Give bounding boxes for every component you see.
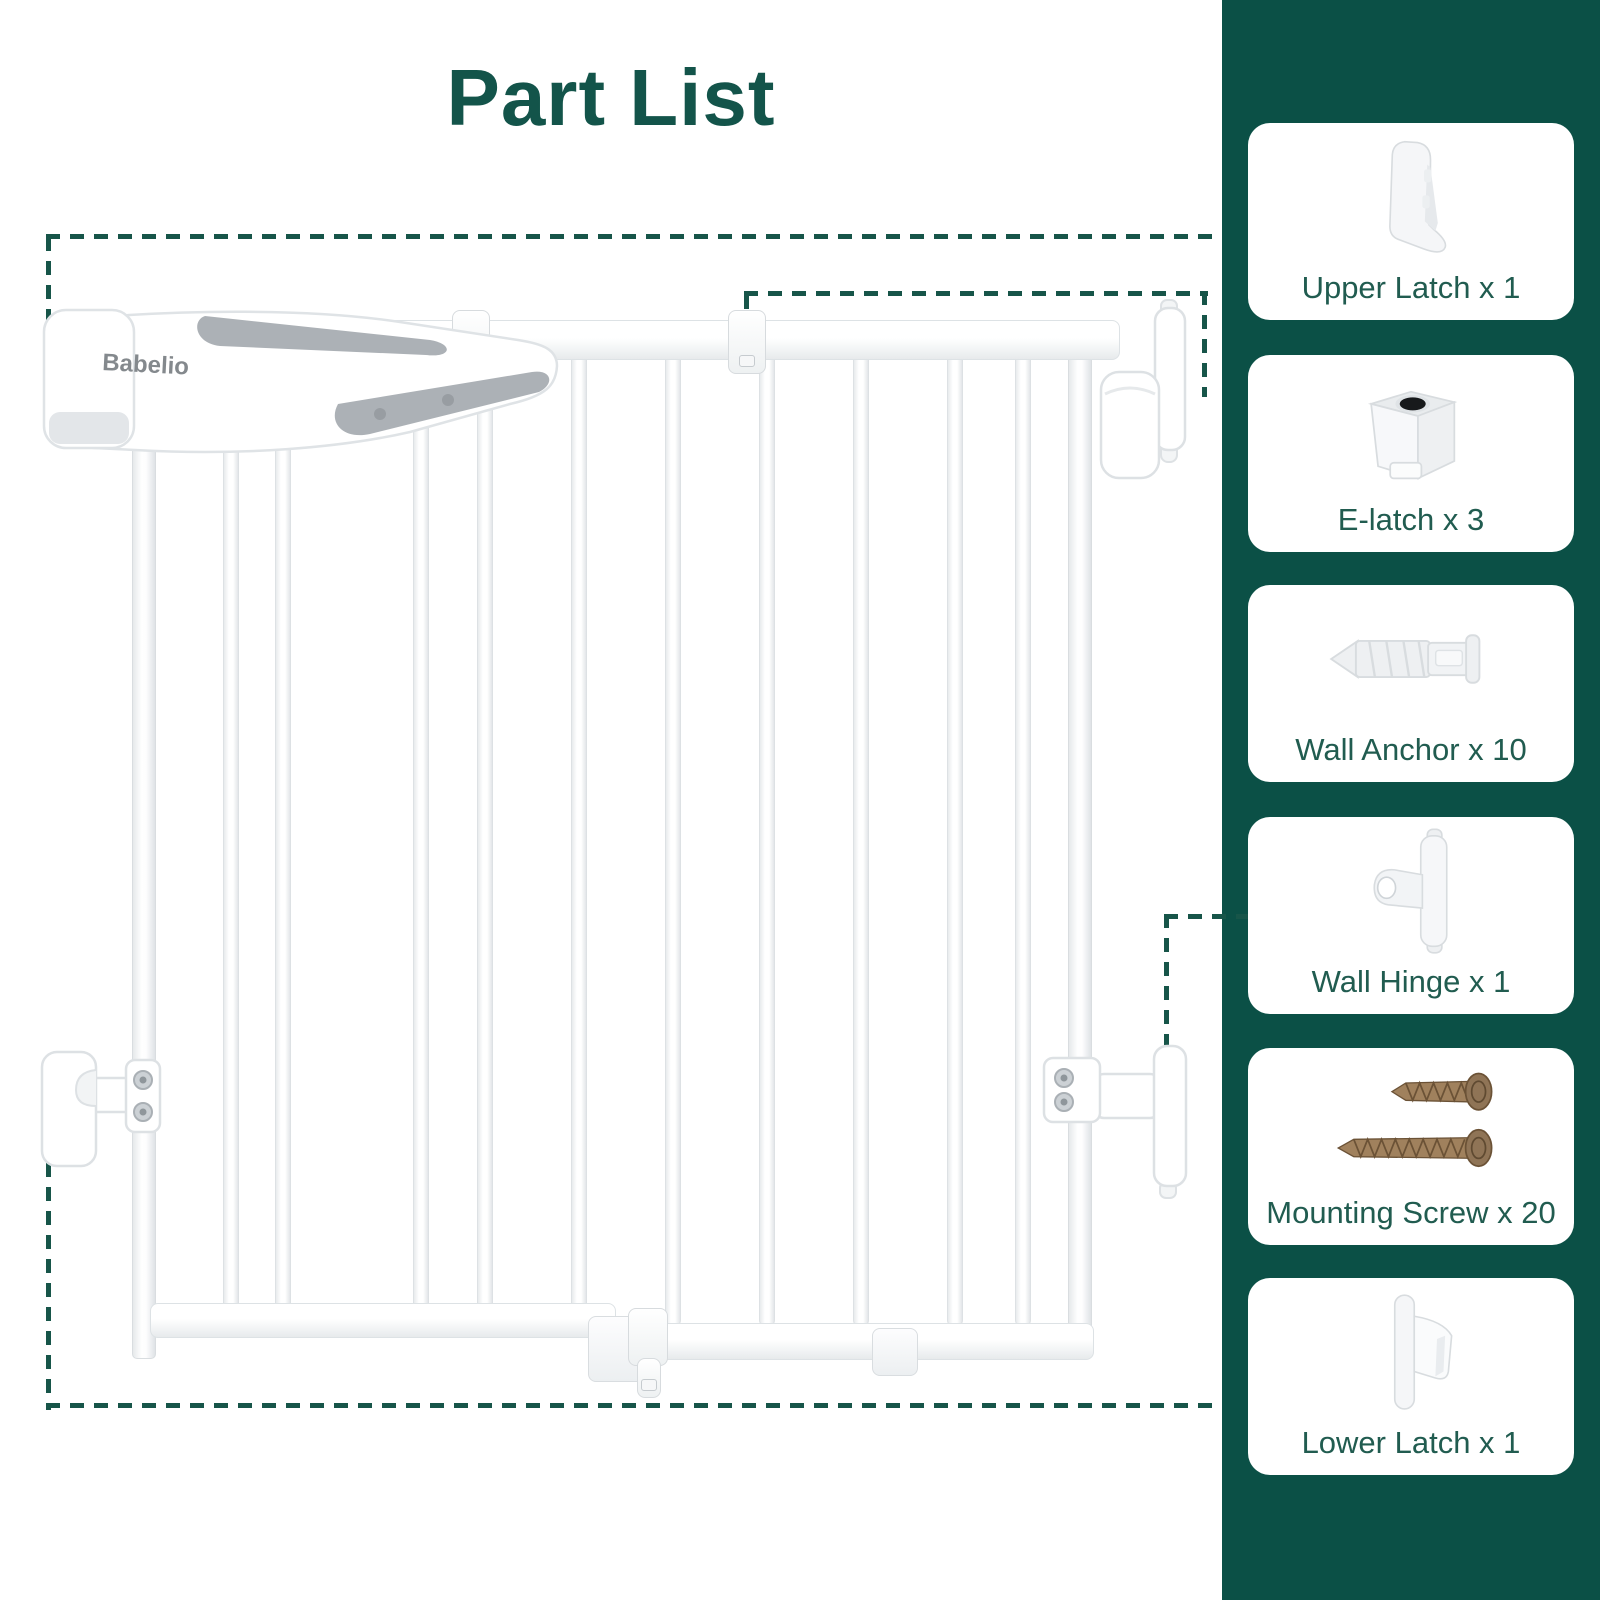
wall-hinge-icon — [1248, 823, 1574, 959]
e-latch-slot — [739, 355, 755, 367]
latch-wall-plate — [40, 1050, 98, 1168]
page-title: Part List — [446, 53, 776, 142]
babelio-logo: Babelio — [102, 349, 190, 380]
hinge-clamp — [1042, 1056, 1102, 1124]
upper-latch-icon — [1248, 129, 1574, 265]
lock-screw — [442, 394, 454, 406]
part-card-wall-anchor: Wall Anchor x 10 — [1248, 585, 1574, 782]
part-label: Wall Anchor x 10 — [1295, 732, 1527, 767]
gate-bar — [1015, 350, 1031, 1327]
part-card-upper-latch: Upper Latch x 1 — [1248, 123, 1574, 320]
callout-line-e-latch — [744, 291, 1208, 296]
gate-lower-latch — [40, 1050, 162, 1168]
gate-bar — [665, 350, 681, 1327]
callout-line-lower-latch — [46, 1403, 1222, 1408]
callout-line-lower-latch — [46, 1163, 51, 1410]
part-label: Wall Hinge x 1 — [1311, 964, 1511, 999]
callout-line-upper-latch — [46, 237, 51, 325]
mounting-screw-icon — [1248, 1054, 1574, 1190]
hinge-screw-center — [1060, 1074, 1068, 1082]
latch-cup — [74, 1069, 97, 1107]
latch-screw-center — [139, 1076, 147, 1084]
gate-bar — [413, 350, 429, 1327]
part-card-mounting-screw: Mounting Screw x 20 — [1248, 1048, 1574, 1245]
gate-bar — [275, 350, 291, 1327]
part-card-e-latch: E-latch x 3 — [1248, 355, 1574, 552]
lock-cap-shade — [49, 412, 129, 444]
lock-bottom-panel — [334, 371, 550, 436]
gate-bar — [853, 350, 869, 1327]
part-card-lower-latch: Lower Latch x 1 — [1248, 1278, 1574, 1475]
gate-top-hinge — [1099, 299, 1187, 480]
e-latch-slot — [641, 1379, 657, 1391]
gate-bar — [571, 350, 587, 1327]
lock-screw — [374, 408, 386, 420]
part-label: E-latch x 3 — [1337, 502, 1485, 537]
latch-screw-center — [139, 1108, 147, 1116]
gate-bar — [223, 350, 239, 1327]
gate-door-bottom-rail — [150, 1303, 616, 1338]
part-label: Lower Latch x 1 — [1301, 1425, 1521, 1460]
gate-post-right — [1068, 348, 1092, 1359]
gate-bar — [477, 350, 493, 1327]
hinge-cylinder-seam — [1104, 386, 1156, 396]
gate-bottom-rail — [596, 1323, 1094, 1360]
e-latch-clip-bottom — [628, 1308, 668, 1366]
e-latch-icon — [1248, 361, 1574, 497]
gate-rail-foot-block — [872, 1328, 918, 1376]
callout-line-wall-hinge — [1164, 914, 1248, 919]
hinge-arm — [1092, 1072, 1162, 1120]
part-card-wall-hinge: Wall Hinge x 1 — [1248, 817, 1574, 1014]
hinge-screw-center — [1060, 1098, 1068, 1106]
gate-bar — [947, 350, 963, 1327]
e-latch-clip-bottom-tab — [637, 1358, 661, 1398]
gate-bottom-hinge — [1042, 1044, 1188, 1199]
gate-bar — [759, 350, 775, 1327]
gate-post-left — [132, 348, 156, 1359]
hinge-cylinder — [1099, 370, 1161, 480]
wall-anchor-icon — [1248, 591, 1574, 727]
callout-line-upper-latch — [46, 234, 1222, 239]
lock-top-panel — [197, 316, 447, 356]
callout-line-wall-hinge — [1164, 914, 1169, 1062]
part-label: Upper Latch x 1 — [1301, 270, 1521, 305]
parts-panel: Upper Latch x 1 E-latch x 3 — [1222, 0, 1600, 1600]
gate-lock-assembly: Babelio — [42, 308, 559, 454]
hinge-wall-plate — [1152, 1044, 1188, 1188]
e-latch-clip-top-2 — [728, 310, 766, 374]
lower-latch-icon — [1248, 1284, 1574, 1420]
part-label: Mounting Screw x 20 — [1266, 1195, 1556, 1230]
callout-line-e-latch — [1202, 291, 1207, 397]
